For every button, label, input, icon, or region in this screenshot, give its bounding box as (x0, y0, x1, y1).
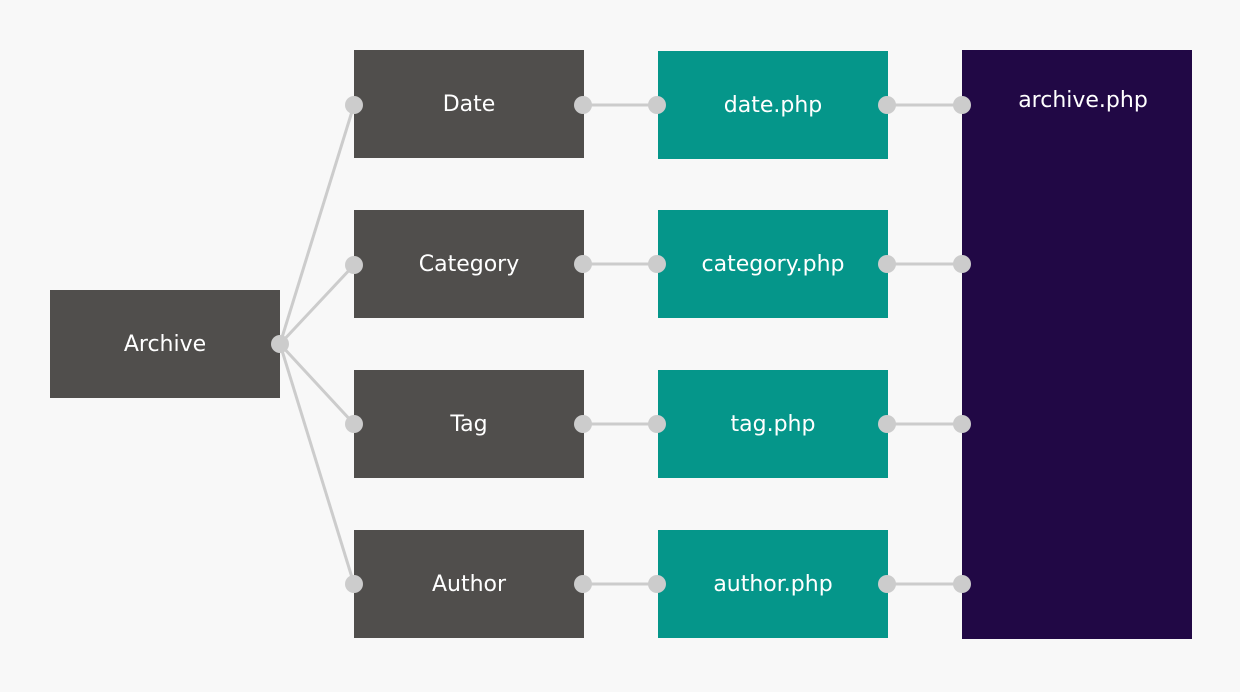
date-node: Date (354, 50, 584, 158)
port-archive-out (271, 335, 289, 353)
port-date-php-out (878, 96, 896, 114)
category-label: Category (418, 251, 520, 277)
port-author-in (345, 575, 363, 593)
author-php-label: author.php (713, 571, 833, 597)
date-label: Date (442, 91, 496, 117)
port-date-php-in (648, 96, 666, 114)
author-node: Author (354, 530, 584, 638)
port-archive-php-in-4 (953, 575, 971, 593)
archive-php-node: archive.php (962, 50, 1192, 639)
port-tag-out (574, 415, 592, 433)
author-php-node: author.php (658, 530, 888, 638)
edge-archive-author (278, 343, 356, 585)
port-category-php-out (878, 255, 896, 273)
port-date-in (345, 96, 363, 114)
port-category-php-in (648, 255, 666, 273)
port-author-php-out (878, 575, 896, 593)
port-tag-php-in (648, 415, 666, 433)
tag-php-node: tag.php (658, 370, 888, 478)
port-author-out (574, 575, 592, 593)
port-category-out (574, 255, 592, 273)
port-tag-in (345, 415, 363, 433)
port-archive-php-in-1 (953, 96, 971, 114)
archive-label: Archive (123, 331, 207, 357)
date-php-node: date.php (658, 51, 888, 159)
edge-archive-date (278, 104, 356, 345)
date-php-label: date.php (723, 92, 823, 118)
archive-node: Archive (50, 290, 280, 398)
port-date-out (574, 96, 592, 114)
category-php-label: category.php (701, 251, 845, 277)
port-archive-php-in-3 (953, 415, 971, 433)
edge-archive-category (278, 263, 356, 346)
port-tag-php-out (878, 415, 896, 433)
tag-node: Tag (354, 370, 584, 478)
tag-php-label: tag.php (730, 411, 816, 437)
author-label: Author (431, 571, 507, 597)
port-author-php-in (648, 575, 666, 593)
category-php-node: category.php (658, 210, 888, 318)
archive-php-label: archive.php (1018, 88, 1148, 113)
tag-label: Tag (450, 411, 488, 437)
port-category-in (345, 256, 363, 274)
port-archive-php-in-2 (953, 255, 971, 273)
edge-archive-tag (278, 342, 356, 426)
category-node: Category (354, 210, 584, 318)
